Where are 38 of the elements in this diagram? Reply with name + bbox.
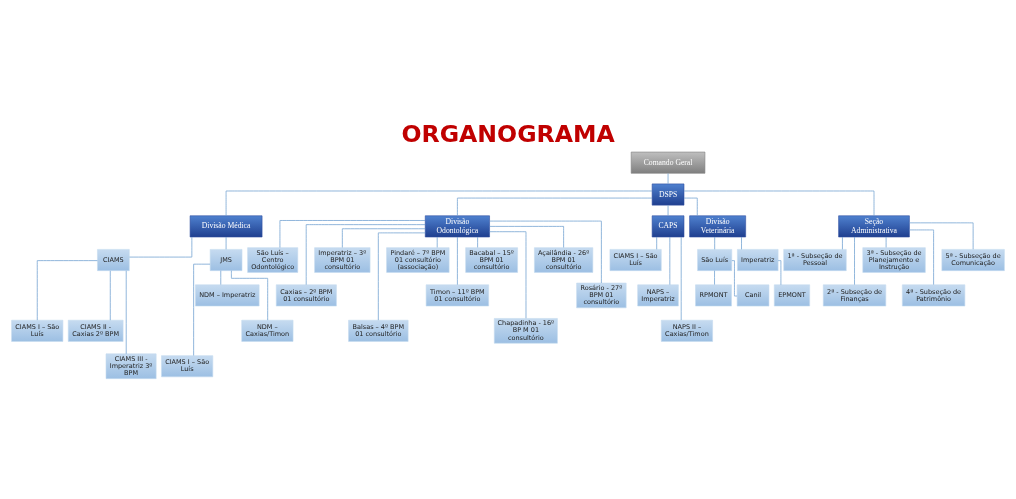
connector	[225, 190, 653, 216]
connector	[885, 236, 887, 248]
connector	[667, 172, 669, 184]
connector	[683, 197, 698, 216]
connector	[909, 221, 974, 250]
connector	[731, 259, 738, 296]
connector	[231, 269, 269, 321]
connector	[109, 269, 111, 321]
connector	[656, 236, 658, 250]
connector	[909, 229, 934, 285]
connector	[714, 269, 715, 285]
connector	[477, 236, 478, 248]
connector	[714, 236, 716, 250]
connector	[457, 236, 458, 285]
connector	[36, 259, 98, 321]
connector	[341, 227, 426, 248]
connector	[129, 236, 193, 257]
connector	[489, 230, 527, 319]
connector	[193, 263, 211, 356]
connector	[777, 259, 782, 285]
connector	[457, 197, 653, 216]
connector	[854, 236, 855, 285]
connector	[225, 236, 227, 250]
connector	[489, 220, 602, 283]
connector	[683, 190, 875, 216]
connector	[489, 225, 564, 248]
connector	[842, 236, 843, 250]
connector	[667, 204, 669, 216]
connector	[680, 236, 682, 320]
connector	[279, 219, 426, 248]
connector	[436, 236, 438, 248]
diagram-title: ORGANOGRAMA	[401, 119, 615, 148]
connector	[220, 269, 222, 285]
connector	[305, 223, 426, 285]
connector	[669, 236, 671, 285]
connector	[377, 232, 426, 321]
connector	[741, 236, 742, 250]
connector	[125, 269, 127, 354]
